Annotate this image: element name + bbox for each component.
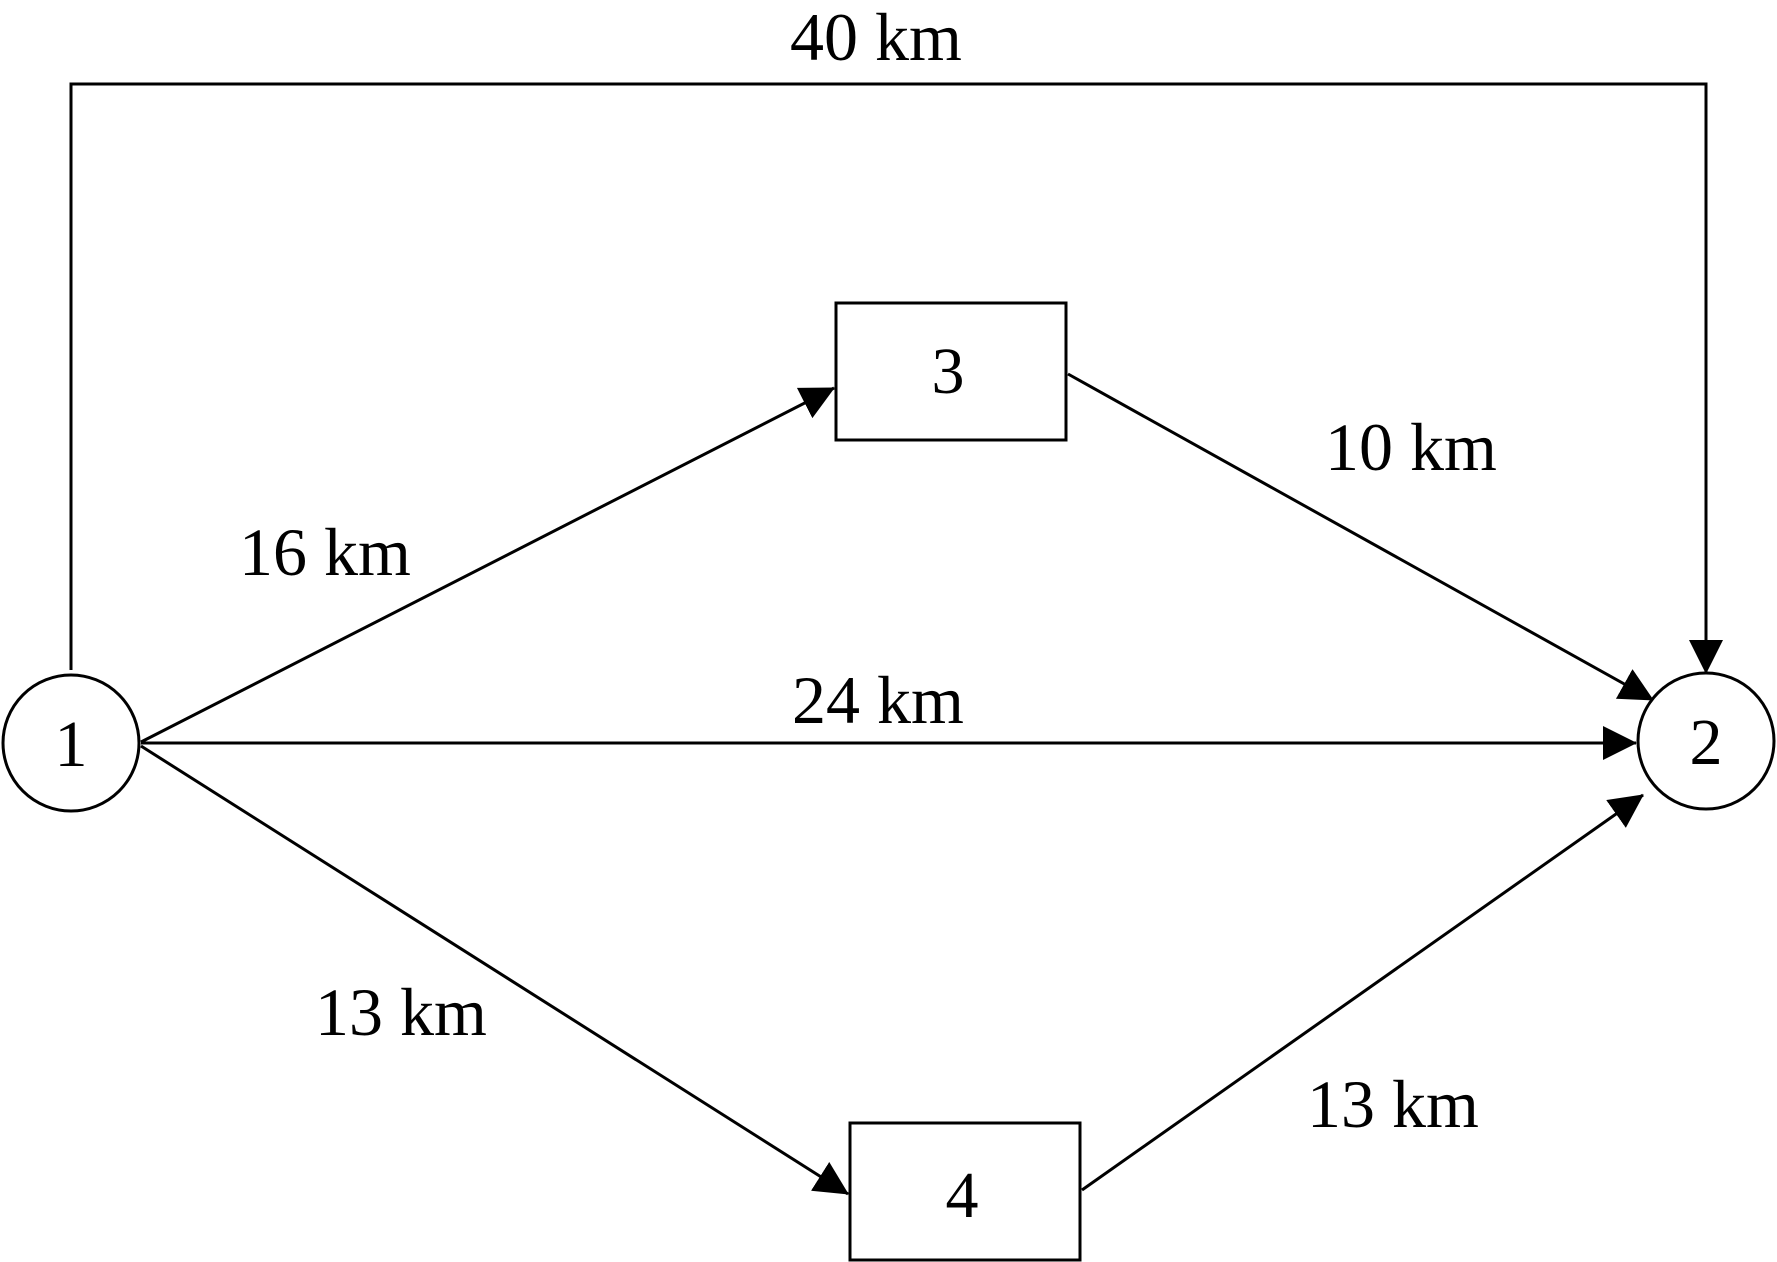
edge-3-2 xyxy=(1067,372,1654,702)
edge-label-24km: 24 km xyxy=(792,662,964,738)
node-3: 3 xyxy=(834,301,1068,442)
edge-4-2 xyxy=(1081,793,1644,1192)
edge-label-10km: 10 km xyxy=(1325,409,1497,485)
edge-label-16km: 16 km xyxy=(239,514,411,590)
edge-1-3 xyxy=(140,386,835,744)
edge-1-2-top xyxy=(69,82,1723,674)
node-1: 1 xyxy=(1,673,141,813)
node-1-label: 1 xyxy=(55,708,88,781)
node-4-label: 4 xyxy=(946,1159,979,1232)
edge-label-13km-lower-right: 13 km xyxy=(1307,1066,1479,1142)
edge-1-4 xyxy=(140,744,849,1196)
node-3-label: 3 xyxy=(932,335,965,408)
node-4: 4 xyxy=(848,1121,1082,1262)
node-2: 2 xyxy=(1636,671,1776,811)
edge-label-13km-lower-left: 13 km xyxy=(315,974,487,1050)
edge-label-40km: 40 km xyxy=(790,0,962,75)
node-2-label: 2 xyxy=(1690,706,1723,779)
